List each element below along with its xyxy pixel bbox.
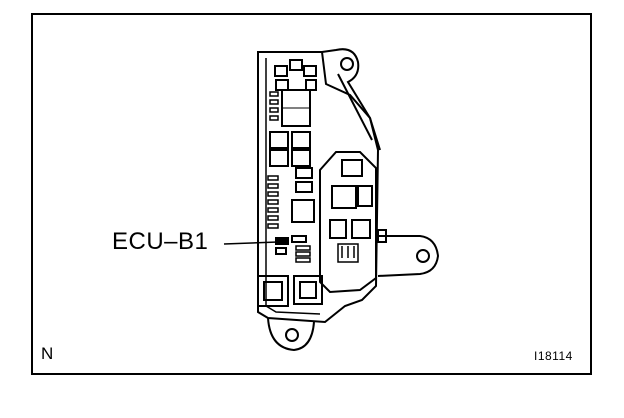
- top-cell: [303, 65, 317, 77]
- mini-fuse: [275, 247, 287, 255]
- right-mounting-bracket: [377, 235, 440, 277]
- relay: [291, 149, 311, 167]
- relay: [293, 275, 323, 305]
- relay: [291, 199, 315, 223]
- ecu-b1-fuse: [275, 237, 289, 245]
- relay: [263, 281, 283, 301]
- relay: [341, 159, 363, 177]
- mini-fuse-column: [267, 91, 279, 229]
- relay: [291, 131, 311, 149]
- relay: [269, 131, 289, 149]
- connector-pins: [337, 243, 359, 263]
- bottom-mounting-bracket: [267, 317, 315, 352]
- top-cell: [289, 59, 303, 71]
- relay: [257, 275, 289, 307]
- relay: [299, 281, 317, 299]
- callout-label: ECU–B1: [112, 228, 209, 255]
- relay: [357, 185, 373, 207]
- corner-letter: N: [41, 344, 54, 363]
- top-cell: [305, 79, 317, 91]
- fuse-stack: [295, 245, 311, 263]
- callout-leader-line: [223, 241, 279, 245]
- top-mounting-hole: [340, 57, 354, 71]
- relay: [331, 185, 357, 209]
- mini-fuse: [291, 235, 307, 243]
- relay: [351, 219, 371, 239]
- bottom-mounting-hole: [285, 328, 299, 342]
- relay: [295, 181, 313, 193]
- top-mounting-bracket: [321, 48, 381, 151]
- figure-frame: [31, 13, 592, 375]
- top-cell: [275, 79, 289, 91]
- housing-inner-outline: [265, 58, 321, 315]
- right-sub-panel: [319, 151, 377, 294]
- right-mounting-hole: [416, 249, 430, 263]
- relay: [329, 219, 347, 239]
- relay: [269, 149, 289, 167]
- top-cell: [274, 65, 288, 77]
- figure-code: I18114: [534, 349, 573, 363]
- relay: [295, 167, 313, 179]
